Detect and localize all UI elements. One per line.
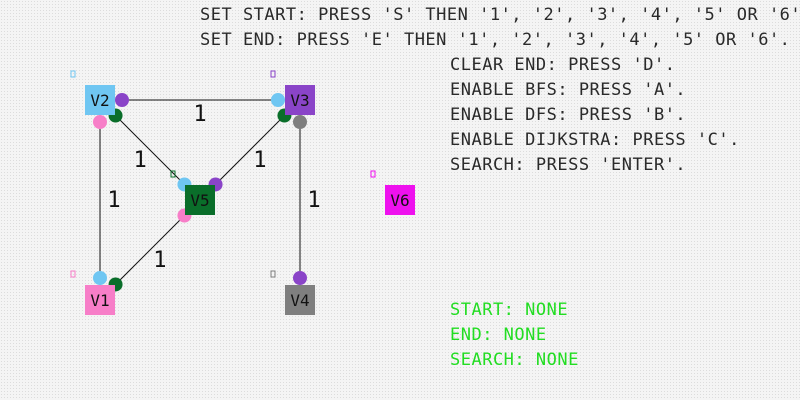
vertex-v4[interactable]: V4	[270, 270, 315, 315]
instruction-search: SEARCH: PRESS 'ENTER'.	[450, 155, 687, 175]
vertex-v5-label: V5	[190, 191, 209, 210]
vertex-v4-box[interactable]	[285, 285, 315, 315]
vertex-v3-label: V3	[290, 91, 309, 110]
vertex-v5-marker-icon	[170, 170, 176, 178]
status-search: SEARCH: NONE	[450, 350, 579, 370]
vertex-v5[interactable]: V5	[170, 170, 215, 215]
vertex-v3-box[interactable]	[285, 85, 315, 115]
vertex-v2-marker-icon	[70, 70, 76, 78]
edge-port-v2-v1-start	[93, 115, 107, 129]
edge-weight-v2-v3: 1	[193, 102, 206, 127]
instruction-set-end: SET END: PRESS 'E' THEN '1', '2', '3', '…	[200, 30, 791, 50]
edge-weight-v3-v4: 1	[307, 188, 320, 213]
instruction-clear-end: CLEAR END: PRESS 'D'.	[450, 55, 676, 75]
vertex-v6-marker-icon	[370, 170, 376, 178]
vertex-v1[interactable]: V1	[70, 270, 115, 315]
edge-port-v2-v3-start	[115, 93, 129, 107]
vertex-v2[interactable]: V2	[70, 70, 115, 115]
vertex-v5-box[interactable]	[185, 185, 215, 215]
vertex-v6-box[interactable]	[385, 185, 415, 215]
vertex-v4-label: V4	[290, 291, 309, 310]
instruction-enable-dfs: ENABLE DFS: PRESS 'B'.	[450, 105, 687, 125]
vertex-v4-marker-icon	[270, 270, 276, 278]
vertex-v1-marker-icon	[70, 270, 76, 278]
vertex-v6-label: V6	[390, 191, 409, 210]
instruction-enable-bfs: ENABLE BFS: PRESS 'A'.	[450, 80, 687, 100]
edge-weight-v3-v5: 1	[253, 148, 266, 173]
edge-port-v2-v3-end	[271, 93, 285, 107]
vertex-v3-marker-icon	[270, 70, 276, 78]
vertex-v2-box[interactable]	[85, 85, 115, 115]
vertex-v1-label: V1	[90, 291, 109, 310]
instruction-set-start: SET START: PRESS 'S' THEN '1', '2', '3',…	[200, 5, 800, 25]
vertex-v1-box[interactable]	[85, 285, 115, 315]
edge-weight-v1-v5: 1	[153, 248, 166, 273]
vertex-v3[interactable]: V3	[270, 70, 315, 115]
vertex-v2-label: V2	[90, 91, 109, 110]
edge-weight-v2-v5: 1	[133, 148, 146, 173]
instruction-enable-dijkstra: ENABLE DIJKSTRA: PRESS 'C'.	[450, 130, 740, 150]
edge-port-v2-v1-end	[93, 271, 107, 285]
vertex-v6[interactable]: V6	[370, 170, 415, 215]
edge-port-v3-v4-end	[293, 271, 307, 285]
edge-port-v3-v4-start	[293, 115, 307, 129]
status-end: END: NONE	[450, 325, 547, 345]
edge-weight-v2-v1: 1	[107, 188, 120, 213]
status-start: START: NONE	[450, 300, 569, 320]
